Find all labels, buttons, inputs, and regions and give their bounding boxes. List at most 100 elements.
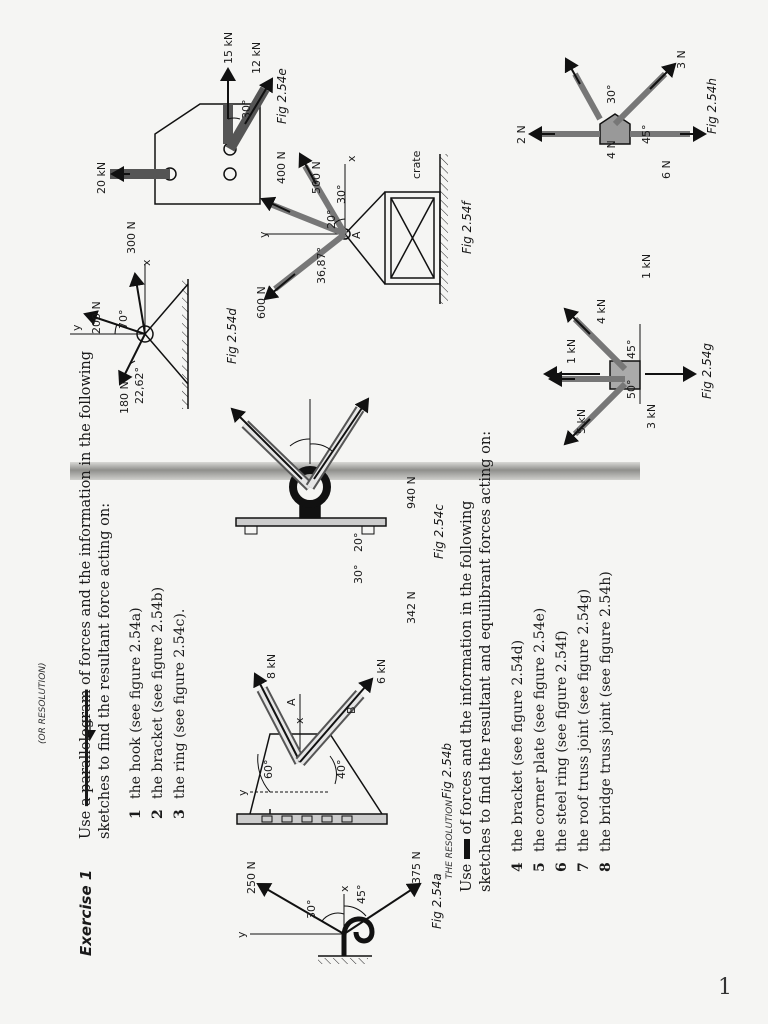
fig-a-y-axis: y xyxy=(235,931,248,938)
para2-line2: sketches to find the resultant and equil… xyxy=(478,430,494,892)
fig-g-angle-50: 50° xyxy=(625,379,638,400)
para2-suffix: of forces and the information in the fol… xyxy=(459,500,475,835)
fig-h-angle-30: 30° xyxy=(605,84,618,105)
list2-text: the bracket (see figure 2.54d) xyxy=(510,639,526,852)
fig-e-force-20kn: 20 kN xyxy=(95,161,108,194)
fig-h-angle-45: 45° xyxy=(640,124,653,145)
fig-f-force-400: 400 N xyxy=(275,151,288,184)
fig-d-angle-22-62: 22,62° xyxy=(133,367,146,404)
list1-item-1: 1 the hook (see figure 2.54a) xyxy=(128,607,144,819)
fig-a-hook xyxy=(250,882,422,964)
fig-e-angle-30: 30° xyxy=(240,99,253,120)
fig-a-force-250: 250 N xyxy=(245,861,258,894)
list2-text: the steel ring (see figure 2.54f) xyxy=(554,630,570,852)
fig-f-angle-20: 20° xyxy=(325,209,338,230)
fig-c-caption: Fig 2.54c xyxy=(432,504,446,559)
list1-text: the bracket (see figure 2.54b) xyxy=(150,586,166,799)
fig-e-caption: Fig 2.54e xyxy=(275,68,289,124)
fig-f-caption: Fig 2.54f xyxy=(460,201,474,254)
fig-c-force-342: 342 N xyxy=(405,591,418,624)
scribbled-out-word xyxy=(464,839,470,860)
fig-a-caption: Fig 2.54a xyxy=(430,873,444,929)
fig-b-force-6kn: 6 kN xyxy=(375,658,388,684)
fig-h-bridge-truss-joint xyxy=(528,57,707,145)
fig-g-force-1kn-top: 1 kN xyxy=(565,338,578,364)
fig-f-y-axis: y xyxy=(257,231,270,238)
fig-d-angle-70: 70° xyxy=(117,309,130,330)
fig-g-force-3kn: 3 kN xyxy=(645,403,658,429)
para1-line1: Use a parallelogram of forces and the in… xyxy=(77,351,96,839)
fig-f-angle-36-87: 36,87° xyxy=(315,247,328,284)
fig-g-roof-truss-joint xyxy=(543,307,697,446)
handwritten-note-resolution: (OR RESOLUTION) xyxy=(38,662,48,744)
fig-f-crate-label: crate xyxy=(410,150,423,179)
page-fold-shadow xyxy=(70,462,640,480)
fig-f-point-a: A xyxy=(350,231,363,239)
list1-item-3: 3 the ring (see figure 2.54c). xyxy=(172,608,188,819)
fig-c-force-940: 940 N xyxy=(405,476,418,509)
fig-h-force-6n: 6 N xyxy=(660,160,673,179)
para1-suffix: of forces and the information in the fol… xyxy=(78,350,94,685)
fig-d-x-axis: x xyxy=(140,259,153,266)
list1-item-2: 2 the bracket (see figure 2.54b) xyxy=(150,586,166,819)
fig-e-corner-plate xyxy=(110,67,274,205)
para2-prefix: Use xyxy=(459,863,475,892)
list2-item-6: 6 the steel ring (see figure 2.54f) xyxy=(554,630,570,872)
fig-h-force-3n: 3 N xyxy=(675,50,688,69)
fig-c-angle-20: 20° xyxy=(352,532,365,553)
fig-g-force-1kn-right: 1 kN xyxy=(640,253,653,279)
fig-a-force-375: 375 N xyxy=(410,851,423,884)
para1-struck-text: a parallelogram xyxy=(78,689,94,807)
fig-g-force-4kn: 4 kN xyxy=(595,298,608,324)
list2-text: the bridge truss joint (see figure 2.54h… xyxy=(598,571,614,852)
list1-number: 1 xyxy=(128,809,144,819)
fig-g-angle-45: 45° xyxy=(625,339,638,360)
list2-item-8: 8 the bridge truss joint (see figure 2.54… xyxy=(598,571,614,872)
list1-text: the ring (see figure 2.54c). xyxy=(172,608,188,799)
fig-b-angle-40: 40° xyxy=(335,759,348,780)
list1-number: 3 xyxy=(172,809,188,819)
fig-e-force-15kn: 15 kN xyxy=(222,31,235,64)
fig-b-angle-60: 60° xyxy=(262,759,275,780)
fig-d-bracket xyxy=(70,264,189,409)
fig-b-x-axis: x xyxy=(293,717,306,724)
fig-h-force-4n: 4 N xyxy=(605,140,618,159)
para1-prefix: Use xyxy=(78,810,94,839)
fig-a-x-axis: x xyxy=(338,885,351,892)
fig-f-angle-30: 30° xyxy=(335,184,348,205)
fig-f-force-600: 600 N xyxy=(255,286,268,319)
fig-a-angle-45: 45° xyxy=(355,884,368,905)
fig-b-bracket xyxy=(236,672,388,825)
fig-d-y-axis: y xyxy=(70,324,83,331)
fig-f-x-axis: x xyxy=(345,155,358,162)
list2-number: 4 xyxy=(510,862,526,872)
fig-f-force-500: 500 N xyxy=(310,161,323,194)
fig-c-ring xyxy=(230,397,387,535)
fig-d-caption: Fig 2.54d xyxy=(225,307,239,364)
fig-c-angle-30: 30° xyxy=(352,564,365,585)
list2-number: 6 xyxy=(554,862,570,872)
para1-line2: sketches to find the resultant force act… xyxy=(97,502,113,839)
list1-text: the hook (see figure 2.54a) xyxy=(128,607,144,799)
fig-d-force-180: 180 N xyxy=(118,381,131,414)
list1-number: 2 xyxy=(150,809,166,819)
fig-b-force-8kn: 8 kN xyxy=(265,653,278,679)
fig-a-angle-30: 30° xyxy=(305,899,318,920)
page-number: 1 xyxy=(718,975,732,1000)
list2-item-4: 4 the bracket (see figure 2.54d) xyxy=(510,639,526,872)
fig-b-caption: Fig 2.54b xyxy=(440,742,454,799)
list2-text: the roof truss joint (see figure 2.54g) xyxy=(576,588,592,852)
fig-g-force-5kn: 5 kN xyxy=(575,408,588,434)
list2-text: the corner plate (see figure 2.54e) xyxy=(532,607,548,852)
list2-number: 8 xyxy=(598,862,614,872)
fig-b-y-axis: y xyxy=(236,789,249,796)
fig-h-force-2n: 2 N xyxy=(515,125,528,144)
handwritten-note-the-resolution: THE RESOLUTION xyxy=(445,799,455,879)
fig-e-force-12kn: 12 kN xyxy=(250,41,263,74)
fig-g-caption: Fig 2.54g xyxy=(700,342,714,399)
